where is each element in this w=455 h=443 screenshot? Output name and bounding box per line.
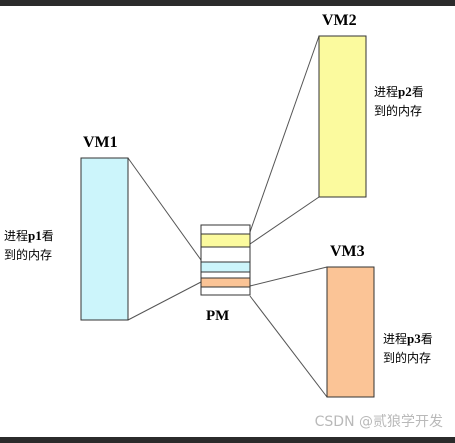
vm3-description-line1: 进程p3看 bbox=[383, 329, 433, 349]
pm-segment bbox=[200, 224, 251, 235]
pm-segment bbox=[200, 261, 251, 273]
vm2-desc-pid: p2 bbox=[398, 84, 412, 99]
vm1-desc-pid: p1 bbox=[28, 228, 42, 243]
vm3-desc-suffix: 看 bbox=[420, 332, 433, 346]
pm-segment bbox=[200, 271, 251, 279]
vm3-bottom-line bbox=[249, 295, 328, 398]
vm2-description: 进程p2看 到的内存 bbox=[374, 82, 424, 121]
vm3-description: 进程p3看 到的内存 bbox=[383, 329, 433, 368]
vm1-description-line2: 到的内存 bbox=[4, 248, 53, 262]
vm2-desc-prefix: 进程 bbox=[374, 85, 399, 99]
vm3-desc-pid: p3 bbox=[407, 331, 421, 346]
vm1-top-line bbox=[127, 157, 202, 261]
vm3-desc-prefix: 进程 bbox=[383, 332, 408, 346]
pm-block bbox=[200, 224, 251, 296]
vm3-top-line bbox=[249, 266, 328, 287]
pm-segment bbox=[200, 233, 251, 248]
vm2-description-line2: 到的内存 bbox=[374, 104, 423, 118]
vm3-description-line2: 到的内存 bbox=[383, 351, 432, 365]
vm1-description: 进程p1看 到的内存 bbox=[4, 226, 54, 265]
mapping-lines bbox=[127, 35, 328, 398]
pm-title: PM bbox=[206, 308, 230, 324]
vm3-title: VM3 bbox=[330, 243, 365, 260]
vm1-desc-prefix: 进程 bbox=[4, 229, 29, 243]
vm2-title: VM2 bbox=[322, 12, 357, 29]
vm1-desc-suffix: 看 bbox=[41, 229, 54, 243]
vm3-block bbox=[326, 266, 375, 398]
vm2-desc-suffix: 看 bbox=[411, 85, 424, 99]
pm-segment bbox=[200, 277, 251, 288]
diagram-canvas: VM1 VM2 VM3 PM 进程p1看 到的内存 进程p2看 到的内存 进程p… bbox=[0, 6, 455, 437]
memory-mapping-diagram bbox=[80, 35, 375, 398]
vm1-description-line1: 进程p1看 bbox=[4, 226, 54, 246]
vm1-bottom-line bbox=[127, 281, 202, 321]
vm1-block bbox=[80, 157, 129, 321]
vm2-block bbox=[318, 35, 367, 198]
vm2-bottom-line bbox=[249, 196, 320, 245]
pm-segment bbox=[200, 286, 251, 296]
watermark: CSDN @贰狼学开发 bbox=[314, 414, 443, 430]
vm1-title: VM1 bbox=[83, 134, 118, 151]
pm-segment bbox=[200, 246, 251, 263]
vm2-top-line bbox=[249, 35, 320, 233]
vm2-description-line1: 进程p2看 bbox=[374, 82, 424, 102]
